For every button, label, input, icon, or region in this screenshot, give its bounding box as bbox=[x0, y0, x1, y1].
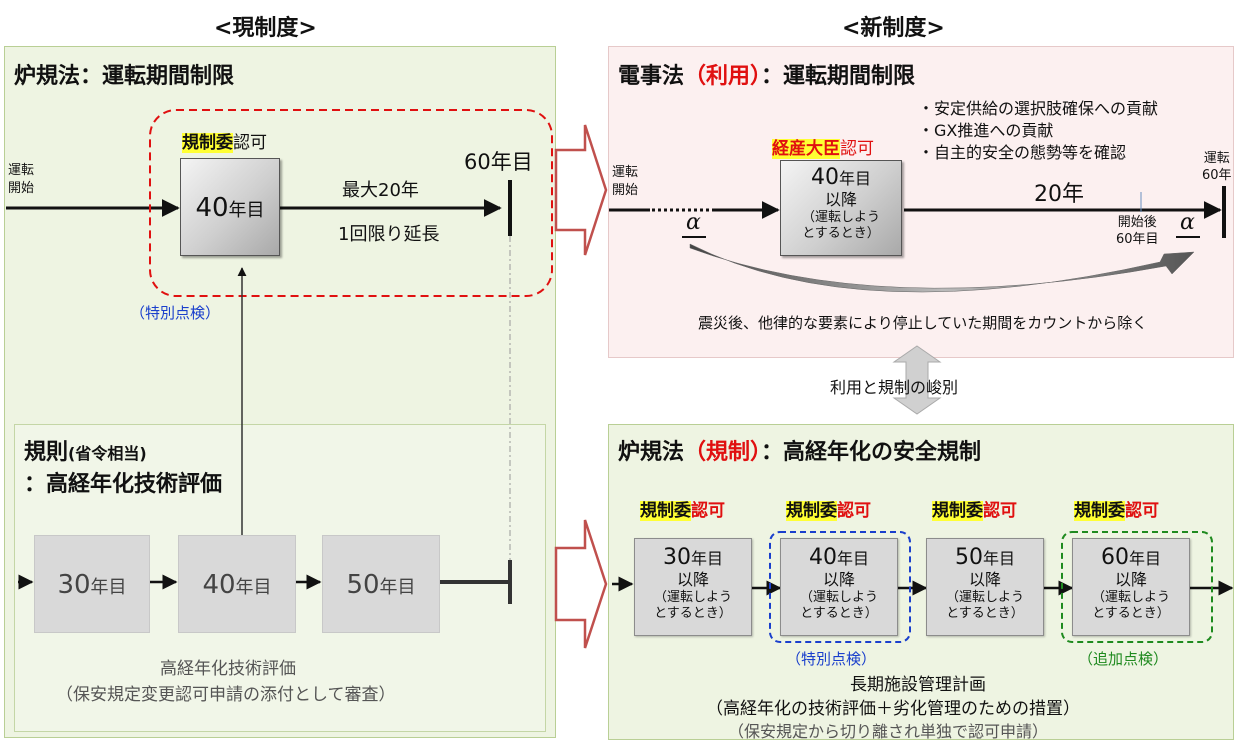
approval-label-30: 規制委認可 bbox=[640, 501, 725, 521]
left-50-year-box: 50年目 bbox=[322, 535, 440, 633]
alpha-right: α bbox=[1180, 210, 1195, 235]
long-term-plan-note: （保安規定から切り離され単独で認可申請） bbox=[728, 722, 1049, 741]
current-panel-title: 炉規法：運転期間制限 bbox=[14, 64, 235, 89]
approval-label-40: 規制委認可 bbox=[786, 501, 871, 521]
extension-max: 最大20年 bbox=[342, 180, 419, 201]
approval-label-50: 規制委認可 bbox=[932, 501, 1017, 521]
electricity-act-panel bbox=[608, 46, 1234, 358]
left-approval-label: 規制委認可 bbox=[182, 133, 267, 153]
left-special-inspection: （特別点検） bbox=[130, 304, 221, 322]
after-start-60-label: 開始後 60年目 bbox=[1116, 215, 1159, 247]
minister-approval-label: 経産大臣認可 bbox=[772, 139, 874, 159]
stage-box-50: 50年目 以降 （運転しよう とするとき） bbox=[926, 538, 1044, 636]
alpha-left: α bbox=[686, 210, 701, 235]
stage-box-40: 40年目 以降 （運転しよう とするとき） bbox=[780, 538, 898, 636]
rule-subtitle: ：高経年化技術評価 bbox=[24, 472, 223, 497]
green-dashed-frame bbox=[1061, 531, 1213, 643]
left-40-year-rule-box: 40年目 bbox=[178, 535, 296, 633]
new-system-header: <新制度> bbox=[842, 16, 945, 41]
rule-title: 規則(省令相当) bbox=[24, 440, 147, 465]
right-start-label: 運転 開始 bbox=[612, 165, 639, 198]
long-term-plan-detail: （高経年化の技術評価＋劣化管理のための措置） bbox=[706, 699, 1080, 719]
left-30-year-box: 30年目 bbox=[34, 535, 150, 633]
right-special-inspection: （特別点検） bbox=[786, 650, 877, 668]
twenty-years-label: 20年 bbox=[1034, 182, 1084, 207]
stage-box-60: 60年目 以降 （運転しよう とするとき） bbox=[1072, 538, 1190, 636]
aging-eval-label: 高経年化技術評価 bbox=[160, 659, 296, 679]
left-40-year-box: 40年目 bbox=[180, 158, 280, 256]
curved-exclusion-arrow bbox=[689, 243, 1195, 293]
reactor-act-title: 炉規法（規制）：高経年化の安全規制 bbox=[618, 440, 982, 465]
right-40-year-box: 40年目 以降 （運転しよう とするとき） bbox=[780, 160, 902, 256]
long-term-plan-title: 長期施設管理計画 bbox=[850, 675, 986, 695]
big-arrow-top bbox=[554, 124, 608, 256]
stage-box-30: 30年目 以降 （運転しよう とするとき） bbox=[634, 538, 752, 636]
blue-dashed-frame bbox=[769, 531, 911, 643]
bullet-gx: ・GX推進への貢献 bbox=[918, 121, 1054, 140]
left-start-label: 運転 開始 bbox=[8, 163, 35, 196]
confirmation-bullets: ・安定供給の選択肢確保への貢献 ・GX推進への貢献 ・自主的安全の態勢等を確認 bbox=[918, 98, 1158, 164]
bullet-stable-supply: ・安定供給の選択肢確保への貢献 bbox=[918, 99, 1159, 118]
current-system-header: <現制度> bbox=[214, 16, 317, 41]
additional-inspection: （追加点検） bbox=[1078, 650, 1169, 668]
red-dashed-frame bbox=[149, 109, 553, 297]
exclusion-note: 震災後、他律的な要素により停止していた期間をカウントから除く bbox=[698, 314, 1148, 332]
big-arrow-bottom bbox=[554, 519, 608, 649]
separation-label: 利用と規制の峻別 bbox=[830, 378, 959, 397]
electricity-act-title: 電事法（利用）：運転期間制限 bbox=[618, 64, 916, 89]
extension-once: 1回限り延長 bbox=[338, 224, 440, 245]
aging-eval-note: （保安規定変更認可申請の添付として審査） bbox=[56, 685, 396, 705]
separation-arrow bbox=[892, 345, 942, 415]
right-end-label: 運転 60年 bbox=[1202, 151, 1232, 183]
approval-label-60: 規制委認可 bbox=[1074, 501, 1159, 521]
bullet-voluntary-safety: ・自主的安全の態勢等を確認 bbox=[918, 143, 1127, 162]
left-60-year: 60年目 bbox=[464, 150, 533, 174]
